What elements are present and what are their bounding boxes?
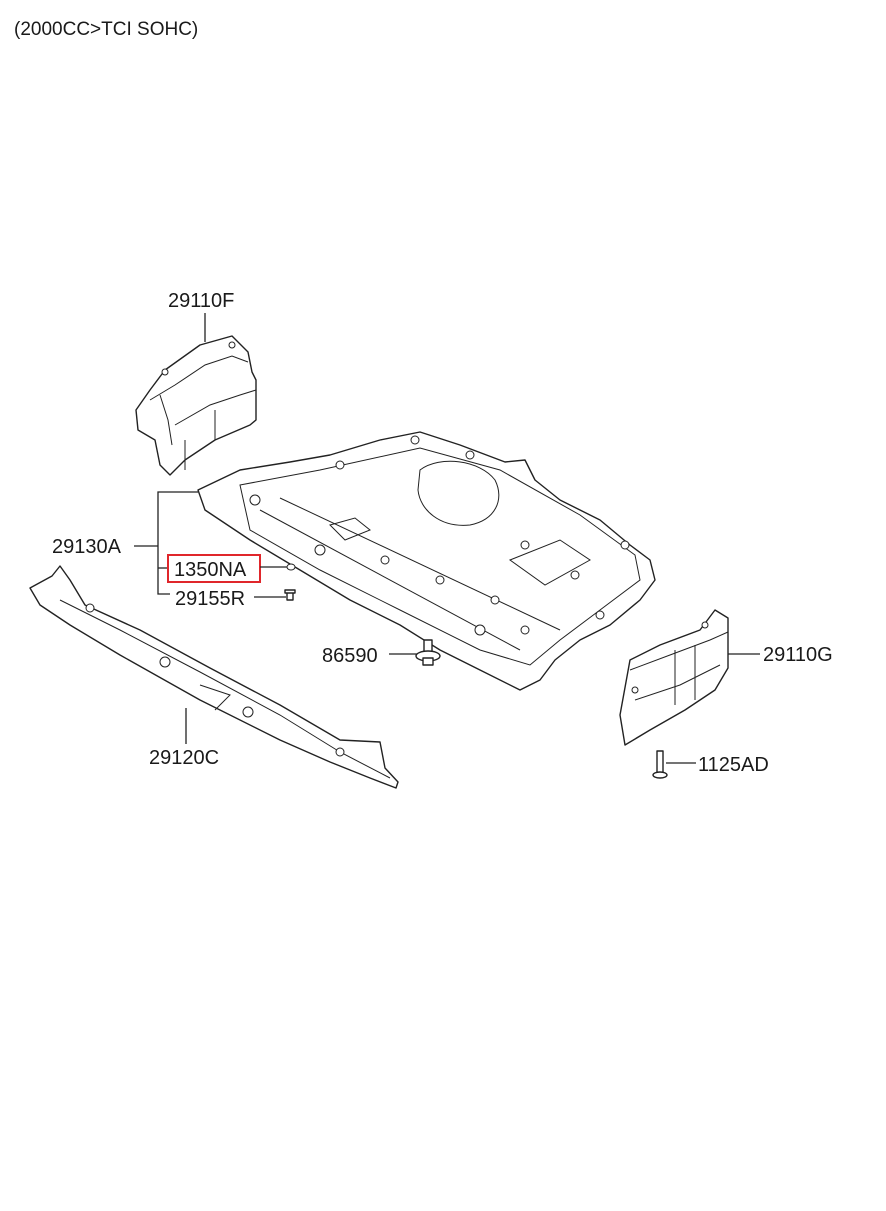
part-29130a-drawing — [197, 431, 656, 691]
label-1350na[interactable]: 1350NA — [174, 559, 247, 581]
label-29130a: 29130A — [52, 536, 122, 558]
part-1350na-drawing — [286, 563, 296, 571]
label-29110g: 29110G — [763, 644, 833, 666]
label-86590: 86590 — [322, 645, 378, 667]
highlight-box-1350na — [167, 554, 261, 583]
label-29155r: 29155R — [175, 588, 245, 610]
part-29120c-drawing — [29, 565, 399, 789]
leader-29130a-bracket — [157, 491, 198, 595]
part-86590-drawing — [415, 639, 441, 666]
diagram-title: (2000CC>TCI SOHC) — [14, 19, 198, 40]
part-29155r-drawing — [284, 589, 296, 601]
part-29110g-drawing — [619, 609, 729, 746]
part-29110f-drawing — [135, 335, 257, 476]
label-1125ad: 1125AD — [698, 754, 769, 776]
part-1125ad-drawing — [652, 750, 668, 779]
label-29120c: 29120C — [149, 747, 219, 769]
label-29110f: 29110F — [168, 290, 234, 312]
